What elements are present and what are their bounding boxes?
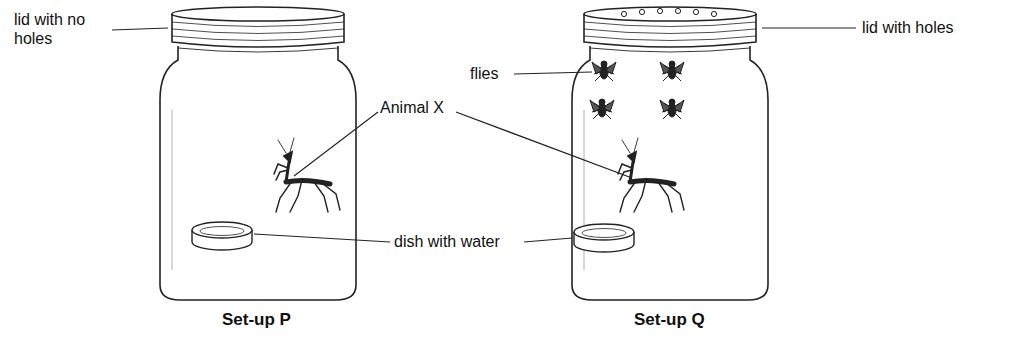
flies-label: flies — [470, 64, 530, 83]
dish-label: dish with water — [394, 232, 534, 251]
animal-label: Animal X — [380, 98, 470, 117]
lid-label: lid with holes — [862, 18, 1002, 37]
setup-title: Set-up Q — [634, 310, 744, 329]
lid-label: lid with no holes — [14, 10, 86, 48]
setup-title: Set-up P — [222, 310, 332, 329]
